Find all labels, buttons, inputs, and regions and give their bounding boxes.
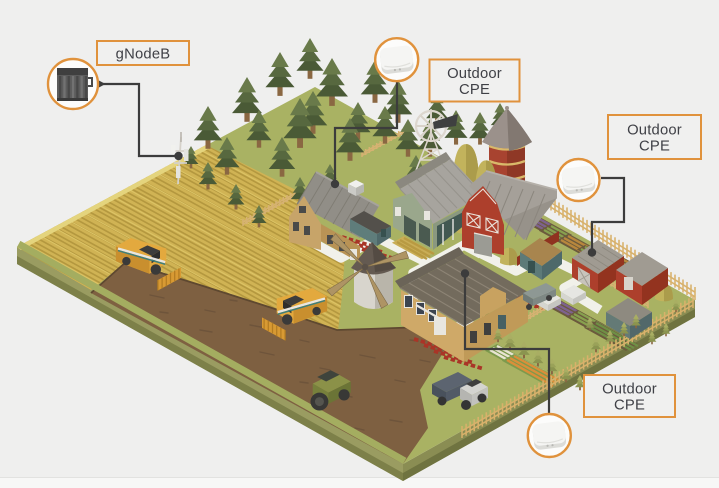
svg-text:gNodeB: gNodeB [116, 47, 171, 63]
svg-text:CPE: CPE [459, 82, 490, 98]
svg-text:CPE: CPE [614, 398, 645, 414]
svg-text:Outdoor: Outdoor [602, 382, 657, 398]
svg-text:Outdoor: Outdoor [447, 66, 502, 82]
svg-text:CPE: CPE [639, 139, 670, 155]
svg-text:Outdoor: Outdoor [627, 123, 682, 139]
